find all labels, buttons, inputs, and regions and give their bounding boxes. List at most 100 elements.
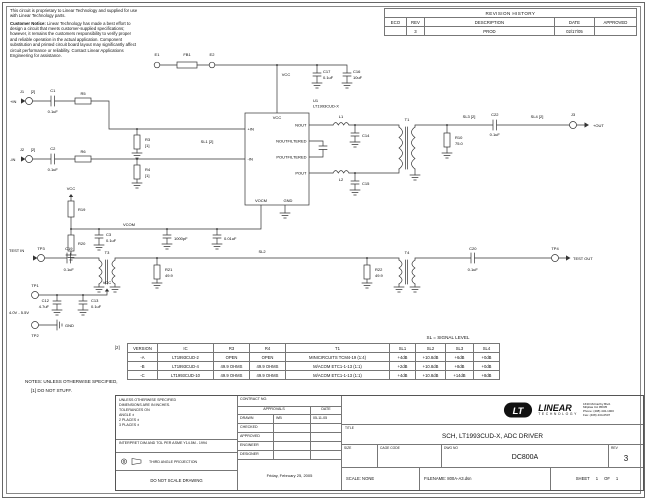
table-cell: LT1993CUD-4 [157, 361, 214, 371]
schematic-label: T4 [405, 250, 410, 255]
inductor-and-transformer-coils [98, 122, 416, 285]
schematic-label: -IN [248, 156, 253, 161]
table-cell: 49.9 OHMS [249, 370, 286, 380]
table-cell: -A [127, 352, 158, 362]
scale-row: SCALE: NONE FILENAME: 800A-A3.dsn SHEET … [342, 467, 643, 490]
approval-row: ENGINEER [238, 442, 341, 451]
ic-lt1993cud [244, 112, 310, 206]
schematic-label: C16 [353, 69, 361, 74]
address-line: Milpitas CA 95035 [583, 405, 608, 410]
tolerance-line: UNLESS OTHERWISE SPECIFIED [119, 397, 177, 402]
approvals-date-label: DATE [321, 407, 331, 411]
contract-no-label: CONTRACT NO. [238, 396, 341, 407]
table-cell: +6dB [445, 352, 474, 362]
approval-date [311, 433, 341, 441]
approval-name [274, 433, 311, 441]
schematic-label: SL2 [258, 249, 266, 254]
schematic-label: C2 [50, 146, 56, 151]
approval-label: ENGINEER [238, 442, 274, 450]
schematic-label: NOUT [295, 122, 307, 127]
schematic-label: 0.1uF [64, 267, 75, 272]
schematic-label: VCC [273, 115, 282, 120]
print-date: Friday, February 25, 2005 [266, 472, 313, 478]
schematic-label: C19 [65, 246, 73, 251]
third-angle-projection: THIRD ANGLE PROJECTION [116, 453, 237, 472]
schematic-label: 0.1uF [48, 167, 59, 172]
table-cell: +10.8dB [415, 370, 446, 380]
schematic-label: LT1993CUD-X [313, 104, 339, 109]
table-header: SL3 [445, 343, 474, 353]
table-cell: +4dB [389, 370, 416, 380]
table-cell: +14dB [445, 370, 474, 380]
schematic-label: E2 [210, 52, 216, 57]
of-label: OF [604, 476, 610, 482]
table-header: R3 [213, 343, 250, 353]
schematic-label: R21 [165, 267, 173, 272]
tolerance-line: 2 PLACES ± [119, 417, 140, 422]
table-cell [383, 26, 407, 36]
schematic-label: R4 [145, 167, 151, 172]
schematic-label: 4.0V - 5.5V [9, 310, 29, 315]
schematic-label: R5 [80, 91, 86, 96]
company-name-bottom: TECHNOLOGY [538, 411, 578, 416]
schematic-label: GND [65, 323, 74, 328]
schematic-label: VCC [282, 72, 291, 77]
table-header: DESCRIPTION [423, 17, 555, 27]
drawing-title-row: TITLE SCH, LT1993CUD-X, ADC DRIVER [342, 425, 643, 445]
schematic-label: TP3 [37, 246, 45, 251]
table-header: DATE [553, 17, 595, 27]
tolerance-line: 3 PLACES ± [119, 422, 140, 427]
schematic-label: U1 [313, 98, 319, 103]
filename-label: FILENAME: 800A-A3.dsn [420, 467, 551, 490]
schematic-label: 0.1uF [490, 132, 501, 137]
approval-date [311, 451, 341, 459]
approval-row: DESIGNER [238, 451, 341, 460]
table-header: VERSION [127, 343, 158, 353]
table-cell: 49.9 OHMS [213, 370, 250, 380]
resistor-symbols [67, 61, 451, 280]
table-header: ECO [383, 17, 407, 27]
schematic-label: R19 [78, 207, 86, 212]
schematic-label: R10 [455, 135, 463, 140]
notes-line-1: NOTES: UNLESS OTHERWISE SPECIFIED, [25, 379, 118, 384]
schematic-label: C17 [323, 69, 331, 74]
schematic-label: GND [284, 198, 293, 203]
schematic-label: R3 [145, 137, 151, 142]
schematic-label: J1 [20, 89, 25, 94]
title-label: TITLE [345, 426, 354, 431]
schematic-label: C15 [362, 181, 370, 186]
schematic-label: C1 [50, 88, 56, 93]
schematic-label: 1000pF [174, 236, 188, 241]
customer-notice-label: Customer Notice: [10, 20, 46, 26]
connector-and-testpoint-circles [25, 61, 577, 329]
third-angle-label: THIRD ANGLE PROJECTION [149, 459, 198, 464]
drawing-title: SCH, LT1993CUD-X, ADC DRIVER [441, 433, 544, 441]
schematic-label: +IN [248, 126, 254, 131]
approval-date [311, 442, 341, 450]
schematic-label: TP1 [31, 283, 39, 288]
schematic-label: 0.1uF [468, 267, 479, 272]
approval-row: APPROVED [238, 433, 341, 442]
size-cell: SIZE [342, 444, 378, 467]
sheet-label: SHEET [575, 476, 590, 482]
approval-label: DESIGNER [238, 451, 274, 459]
table-cell: +8dB [473, 370, 500, 380]
schematic-label: +OUT [593, 123, 604, 128]
schematic-label: FB1 [183, 52, 191, 57]
table-cell: 3 [405, 26, 425, 36]
table-header: T1 [285, 343, 390, 353]
approval-label: DRAWN [238, 415, 274, 423]
notes: NOTES: UNLESS OTHERWISE SPECIFIED, [1] D… [25, 379, 118, 394]
schematic-label: [2] [31, 89, 35, 94]
table-cell: +4dB [389, 352, 416, 362]
schematic-label: TEST IN [9, 248, 24, 253]
schematic-label: C22 [491, 112, 499, 117]
